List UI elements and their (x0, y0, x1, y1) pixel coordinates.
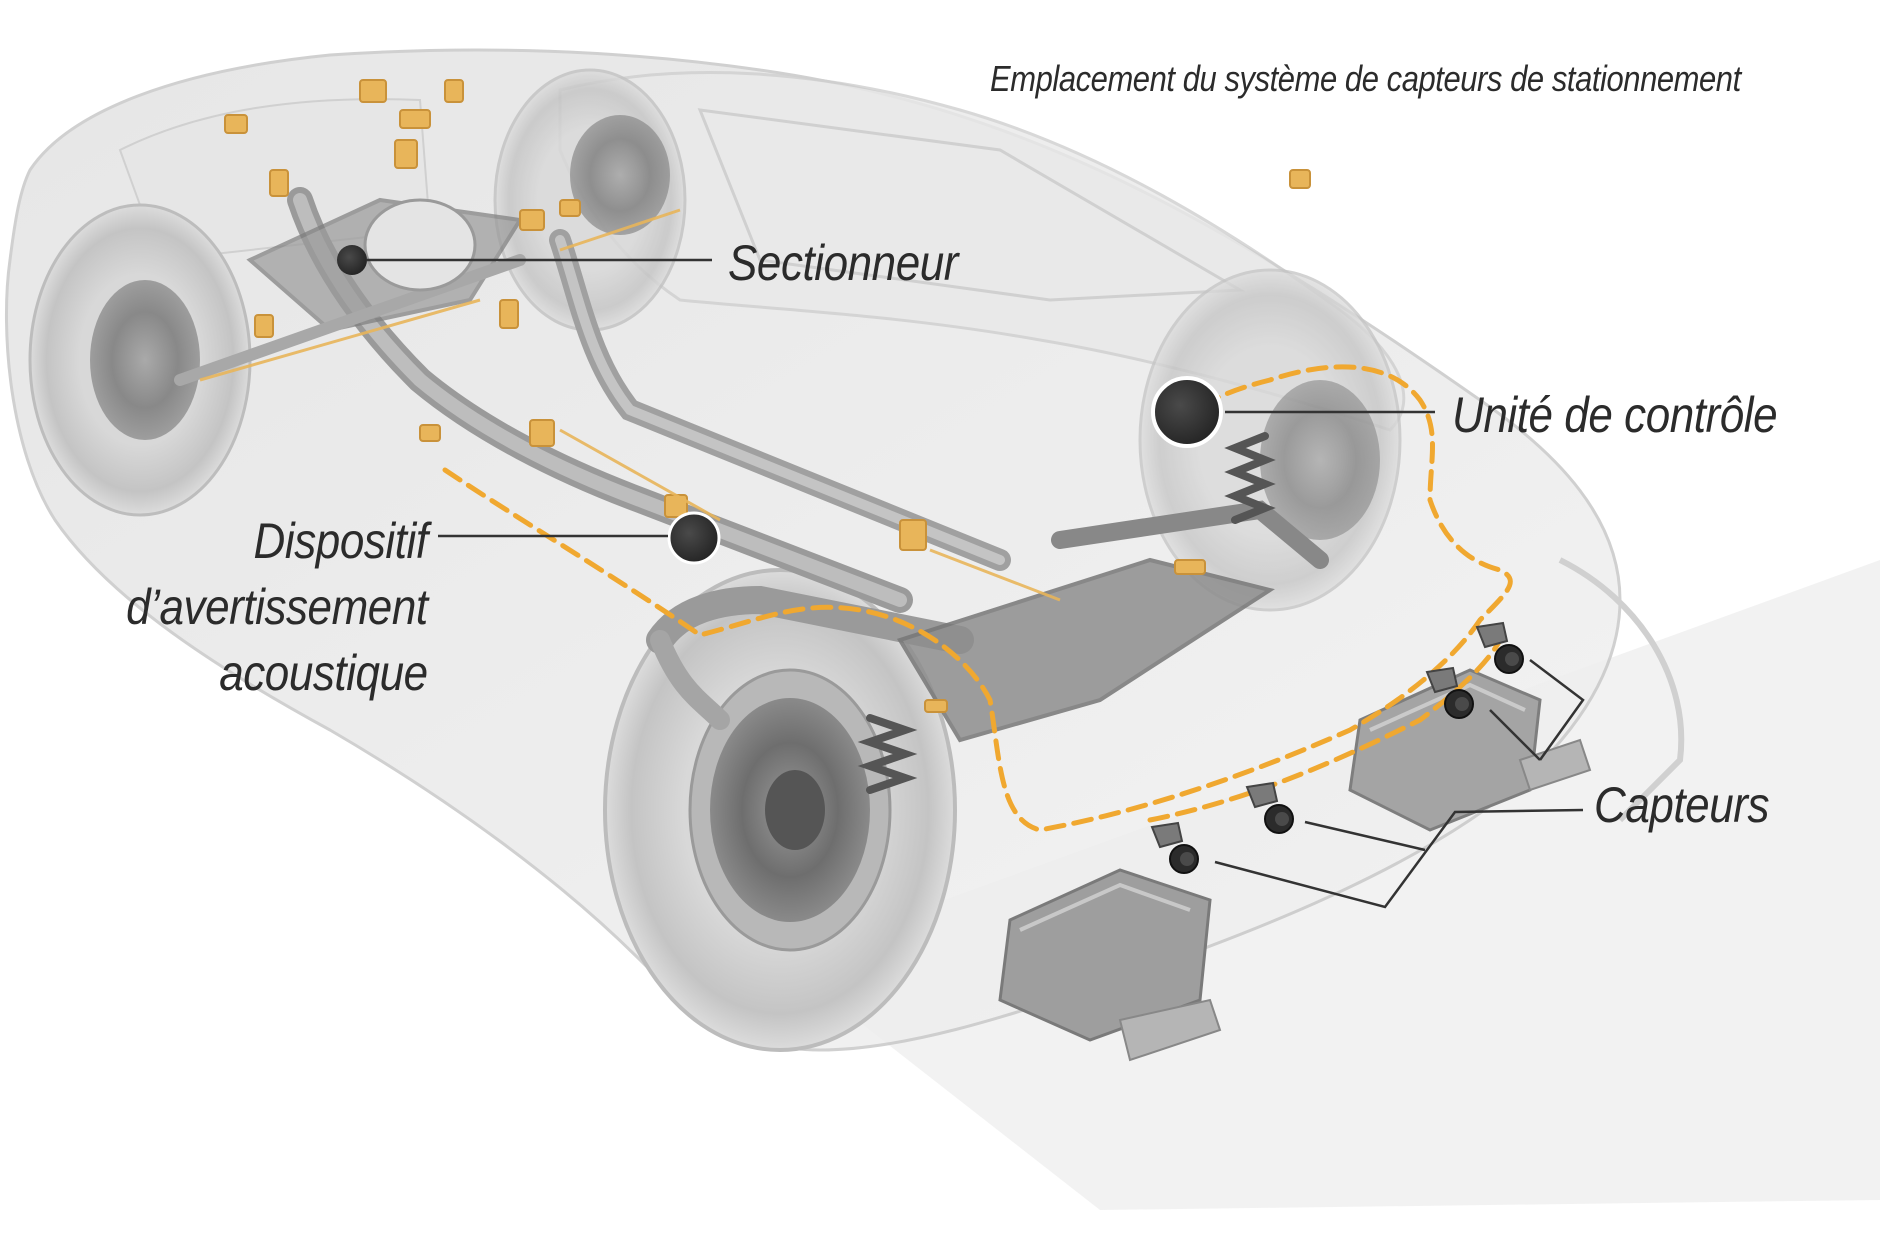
wiring-harness (442, 364, 1513, 833)
label-dispositif-line-1: Dispositif (253, 513, 429, 569)
leader-lines (367, 258, 1585, 909)
wheel-front-right (493, 68, 687, 332)
leader-capteurs-3 (1489, 709, 1541, 761)
label-capteurs: Capteurs (1594, 777, 1770, 833)
leader-capteurs-1 (1214, 808, 1584, 909)
sectionneur-marker (337, 245, 367, 275)
muffler-right (1348, 668, 1592, 832)
leader-capteurs-4 (1529, 659, 1585, 761)
engine-wires (199, 208, 1061, 602)
wheel-front-left (28, 203, 252, 517)
sensor-1 (1150, 821, 1199, 874)
parking-sensors (1150, 621, 1524, 874)
label-unite-de-controle: Unité de contrôle (1452, 387, 1778, 443)
booster-disc (363, 198, 477, 292)
control-unit-marker (1151, 376, 1223, 448)
sensor-4 (1475, 621, 1524, 674)
diagram-title: Emplacement du système de capteurs de st… (990, 58, 1741, 99)
engine-components (224, 79, 1311, 713)
leader-capteurs-2 (1304, 820, 1426, 852)
muffler-left (998, 868, 1222, 1062)
sensor-2 (1245, 781, 1294, 834)
label-dispositif-line-3: acoustique (219, 645, 429, 701)
label-sectionneur: Sectionneur (728, 235, 958, 291)
warning-device-marker (667, 511, 721, 565)
sensor-3 (1425, 666, 1474, 719)
label-dispositif-line-2: d’avertissement (126, 579, 428, 635)
label-dispositif-avertissement: Dispositif d’avertissement acoustique (126, 508, 428, 706)
